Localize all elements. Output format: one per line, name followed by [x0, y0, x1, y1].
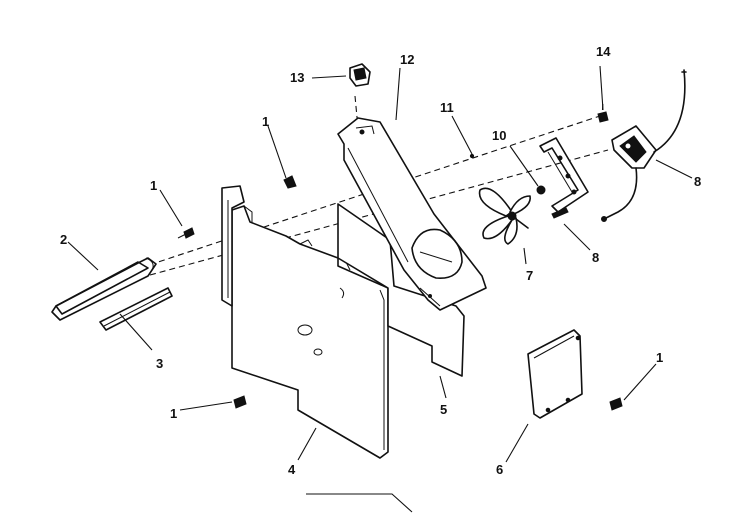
- callout-7: 7: [526, 268, 533, 283]
- callout-12: 12: [400, 52, 414, 67]
- part-12-fan-shroud: [337, 117, 487, 311]
- part-3-spacer-bar: [99, 287, 173, 331]
- callout-1-right: 1: [656, 350, 663, 365]
- callout-numbers: 1 1 2 3 1 4 5 13 12 11 10 14 8 8 7 6 1: [60, 44, 701, 477]
- callout-13: 13: [290, 70, 304, 85]
- callout-8-lower: 8: [592, 250, 599, 265]
- part-4-side-flange: [221, 185, 245, 307]
- callout-2: 2: [60, 232, 67, 247]
- callout-1-bottom: 1: [170, 406, 177, 421]
- callout-leader-lines: [67, 65, 693, 513]
- part-1-screws: [177, 175, 623, 411]
- callout-1-left: 1: [150, 178, 157, 193]
- callout-10: 10: [492, 128, 506, 143]
- callout-6: 6: [496, 462, 503, 477]
- part-6-cover-plate: [527, 329, 583, 419]
- part-7-fan-blade: [478, 187, 531, 245]
- part-8-motor-bracket: [539, 137, 589, 219]
- part-11-screw: [469, 153, 475, 159]
- callout-1-top: 1: [262, 114, 269, 129]
- callout-8-right: 8: [694, 174, 701, 189]
- part-2-drain-trough: [51, 257, 157, 321]
- callout-3: 3: [156, 356, 163, 371]
- part-10-nut: [536, 185, 546, 195]
- callout-11: 11: [440, 100, 454, 115]
- part-5-rear-baffle: [337, 203, 465, 377]
- part-14-screw: [597, 111, 609, 123]
- callout-14: 14: [596, 44, 611, 59]
- part-13-clip: [349, 63, 371, 87]
- callout-5: 5: [440, 402, 447, 417]
- callout-4: 4: [288, 462, 296, 477]
- part-8-fan-motor: [601, 69, 687, 222]
- part-4-back-panel: [231, 205, 389, 459]
